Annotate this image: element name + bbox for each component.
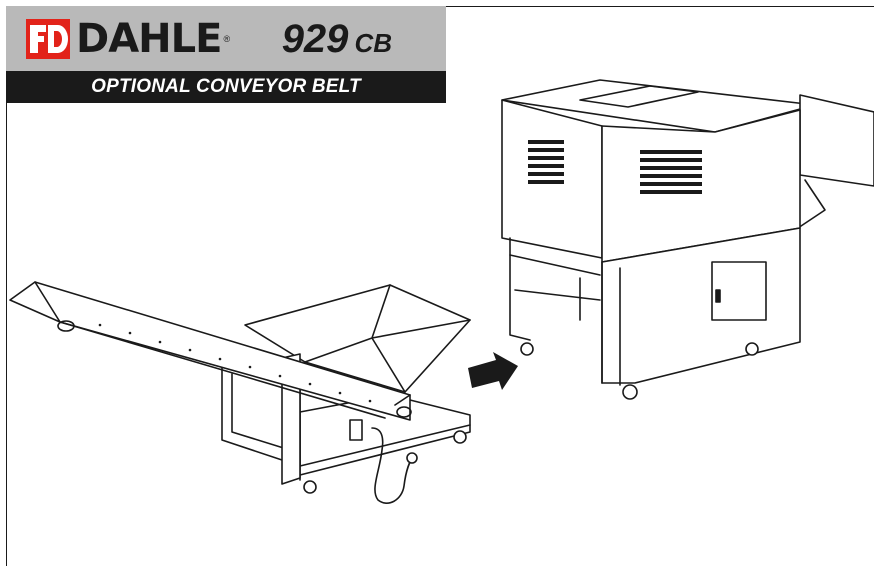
model-number: 929 [281, 17, 349, 61]
brand-name: DAHLE [76, 16, 222, 62]
model-suffix: CB [354, 28, 392, 58]
shredder [501, 79, 874, 400]
page-title: OPTIONAL CONVEYOR BELT [91, 76, 361, 97]
conveyor-wheels [303, 430, 467, 494]
conveyor-belt-body [9, 281, 411, 421]
registered-mark: ® [223, 34, 231, 44]
brand-logo: DAHLE ® [26, 16, 230, 62]
vent-grille [528, 140, 702, 194]
conveyor-belt [9, 281, 471, 504]
power-cord [371, 427, 415, 504]
control-box [349, 419, 363, 441]
dahle-logo-icon [26, 17, 70, 61]
shredder-chute [799, 94, 874, 187]
title-band: OPTIONAL CONVEYOR BELT [6, 71, 446, 103]
direction-arrow-icon [468, 352, 518, 390]
cabinet-door [711, 261, 767, 321]
shredder-wheels [520, 342, 759, 400]
shredder-left-side [501, 99, 603, 259]
hopper-inner-lines [304, 284, 471, 393]
